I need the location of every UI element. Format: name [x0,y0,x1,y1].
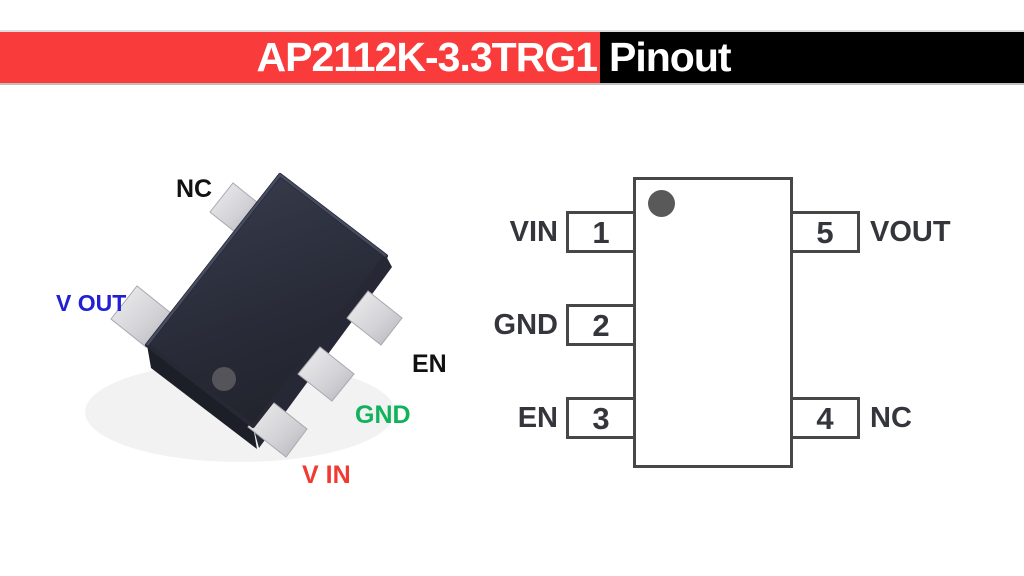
pin-number-2: 2 [592,307,610,343]
pin-number-1: 1 [592,214,610,250]
pin-box-3: 3 [566,397,636,439]
pin-name-nc: NC [870,401,912,434]
pin-box-4: 4 [790,397,860,439]
banner-part-number-segment: AP2112K-3.3TRG1 [0,32,600,83]
pin-shape-nc [209,182,259,233]
pin-box-5: 5 [790,211,860,253]
ic-body-outline [633,177,793,468]
pin-name-gnd: GND [493,308,558,341]
photo-label-gnd: GND [355,401,411,429]
photo-label-nc: NC [176,175,213,203]
pin-number-3: 3 [592,400,610,436]
photo-label-vout: V OUT [56,290,127,316]
package-pin1-dot [212,367,236,391]
pin-name-vout: VOUT [870,215,951,248]
pin-number-5: 5 [816,214,834,250]
package-body [145,173,388,428]
pin-number-4: 4 [816,400,834,436]
photo-label-en: EN [412,350,447,378]
title-banner: AP2112K-3.3TRG1 Pinout [0,30,1024,85]
pin-shape-en [346,290,403,346]
part-number-title: AP2112K-3.3TRG1 [256,34,598,80]
pin-shape-gnd [297,346,355,402]
package-soft-shadow [85,362,395,462]
pin-name-en: EN [517,401,558,434]
pin-box-1: 1 [566,211,636,253]
pin-shape-vin [247,398,308,458]
pin-name-vin: VIN [509,215,558,248]
pin-box-2: 2 [566,304,636,346]
diagram-pin1-dot [648,190,675,217]
package-side-face-left [147,345,257,449]
banner-subtitle-segment: Pinout [600,32,1024,83]
pinout-title: Pinout [609,34,732,80]
photo-label-vin: V IN [302,461,351,489]
